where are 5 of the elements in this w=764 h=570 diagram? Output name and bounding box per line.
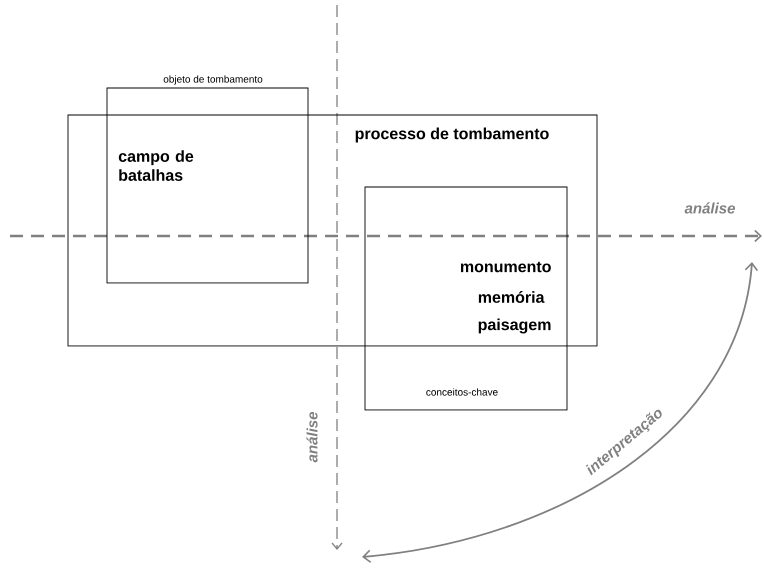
axis-label: análise [306, 412, 318, 462]
concept-box: monumento memória paisagem conceitos-chave [364, 186, 568, 410]
node-label: objeto de tombamento [164, 75, 262, 85]
axis-label: análise [684, 202, 735, 214]
concept-box: objeto de tombamento campo de batalhas [106, 75, 308, 284]
